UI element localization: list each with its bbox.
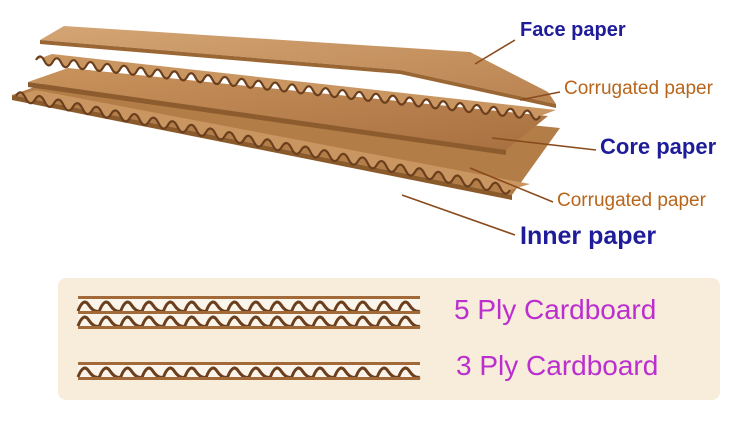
label-5-ply-cardboard: 5 Ply Cardboard [454,296,656,324]
liner-sheet [78,296,420,299]
label-corrugated-paper-top: Corrugated paper [564,79,713,98]
label-face-paper: Face paper [520,20,626,40]
three-ply-cross-section [78,362,420,380]
leader-face [475,40,515,64]
liner-sheet [78,362,420,365]
label-inner-paper: Inner paper [520,224,656,249]
liner-sheet [78,311,420,314]
leader-inner [402,195,515,235]
liner-sheet [78,377,420,380]
liner-sheet [78,326,420,329]
label-core-paper: Core paper [600,136,716,158]
label-corrugated-paper-bottom: Corrugated paper [557,191,706,210]
five-ply-cross-section [78,296,420,329]
label-3-ply-cardboard: 3 Ply Cardboard [456,352,658,380]
